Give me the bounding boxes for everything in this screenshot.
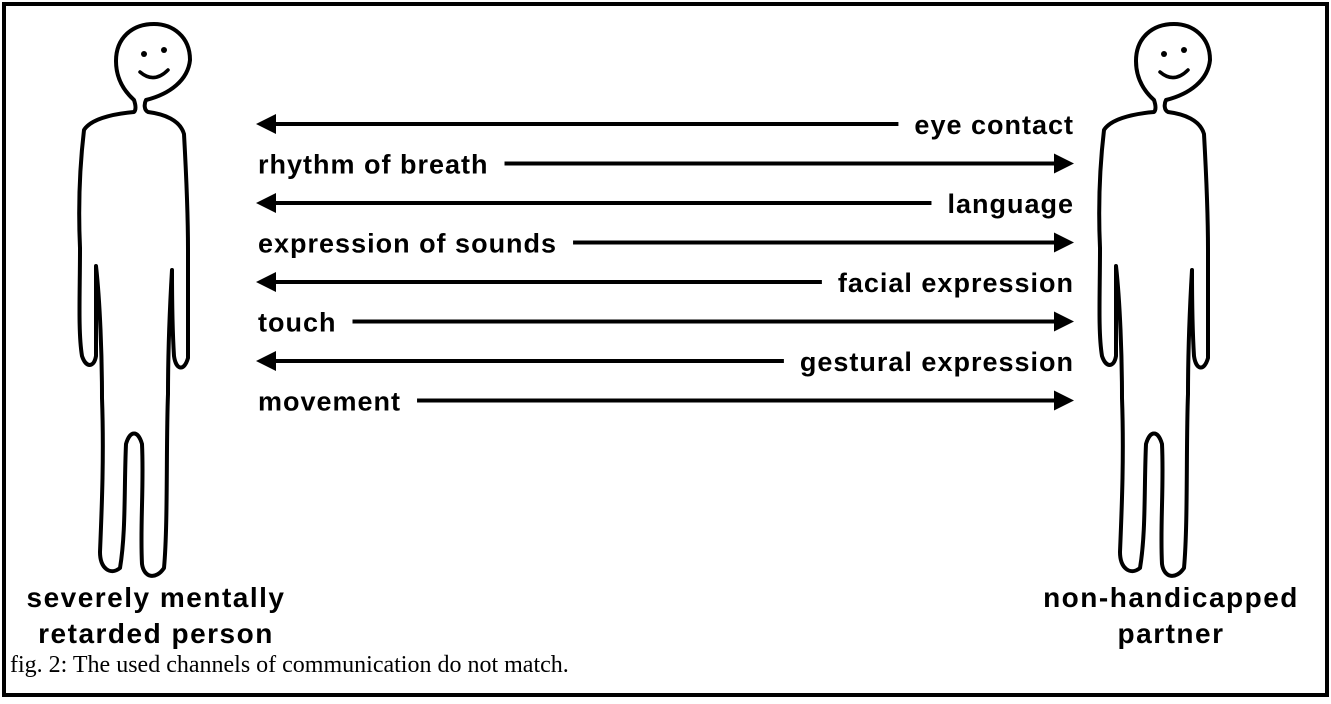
left-person-figure: [77, 22, 192, 578]
arrowhead-icon: [1054, 390, 1074, 411]
communication-diagram: eye contact rhythm of breath language expre…: [27, 22, 1299, 649]
arrowhead-icon: [1054, 232, 1074, 253]
channel-label: eye contact: [914, 110, 1074, 140]
right-person-name-line1: non-handicapped: [1043, 582, 1299, 613]
left-person-name-line2: retarded person: [38, 618, 274, 649]
arrowhead-icon: [1054, 153, 1074, 174]
right-person-name-line2: partner: [1118, 618, 1225, 649]
channel-label: movement: [258, 387, 401, 417]
channel-label: touch: [258, 308, 337, 338]
arrowhead-icon: [256, 351, 276, 371]
arrowhead-icon: [256, 114, 276, 134]
channel-label: gestural expression: [800, 347, 1074, 377]
arrowhead-icon: [256, 272, 276, 292]
left-person-name-line1: severely mentally: [27, 582, 286, 613]
figure-caption: fig. 2: The used channels of communicati…: [10, 652, 569, 678]
channel-label: rhythm of breath: [258, 150, 489, 180]
channel-label: language: [947, 189, 1074, 219]
arrowhead-icon: [256, 193, 276, 213]
arrowhead-icon: [1054, 311, 1074, 332]
right-person-figure: [1097, 22, 1212, 578]
channel-rows: eye contact rhythm of breath language expre…: [256, 110, 1074, 417]
channel-label: facial expression: [838, 268, 1074, 298]
channel-label: expression of sounds: [258, 229, 557, 259]
